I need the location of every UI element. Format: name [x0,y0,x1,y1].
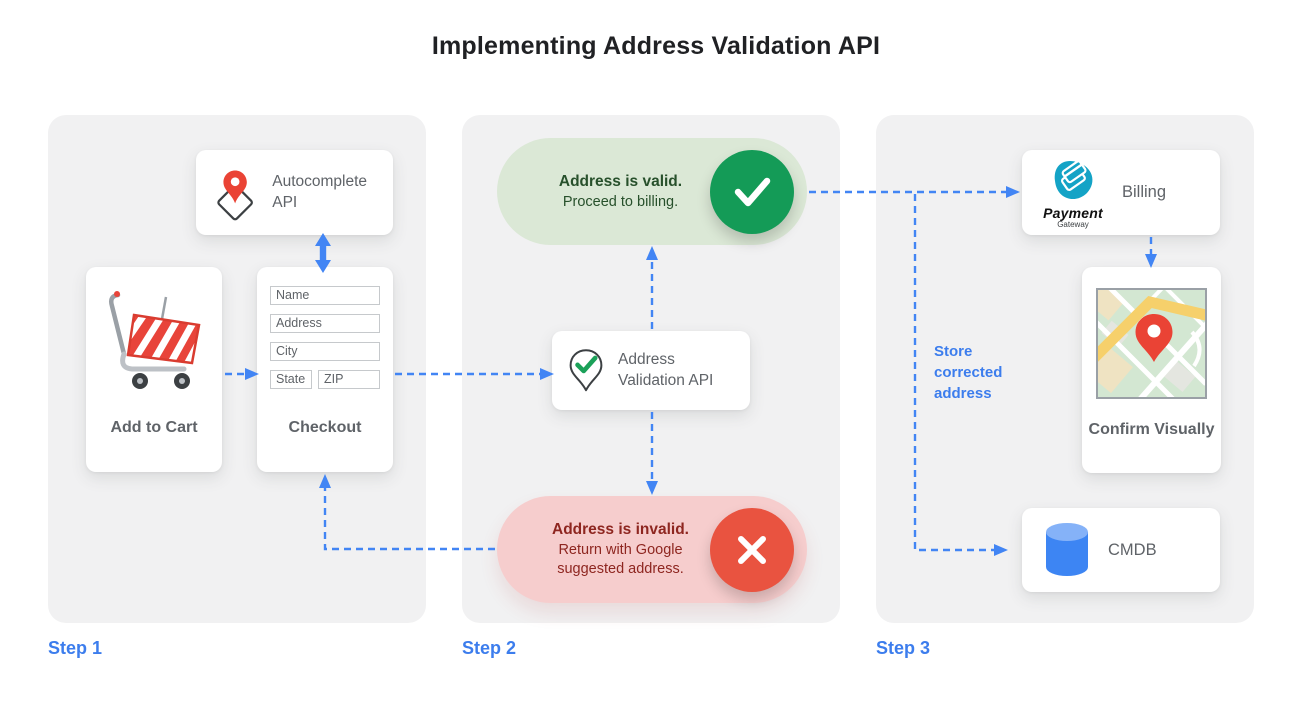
store-corrected-address-note: Store corrected address [934,343,1003,402]
confirm-visually-card: Confirm Visually [1078,266,1234,473]
checkout-label: Checkout [288,419,362,436]
payment-logo-title: Payment [1043,205,1103,221]
check-icon [710,149,794,234]
address-validation-api-label: Address Validation API [618,350,714,389]
payment-gateway-logo: Payment Gateway [1036,156,1110,229]
map-thumbnail [1078,266,1234,410]
zip-field: ZIP [318,370,380,389]
name-field: Name [270,286,380,305]
step2-label: Step 2 [462,638,517,658]
autocomplete-pin-diamond-icon [217,169,253,220]
state-field: State [270,370,312,389]
database-icon [1046,523,1088,576]
billing-card: Payment Gateway Billing [1022,150,1220,235]
invalid-subtitle: Return with Google suggested address. [557,542,684,577]
city-field: City [270,342,380,361]
cmdb-card: CMDB [1022,508,1220,592]
address-invalid-pill: Address is invalid. Return with Google s… [497,496,807,603]
diagram-title: Implementing Address Validation API [431,32,881,60]
autocomplete-api-card: Autocomplete API [196,150,393,235]
step1-label: Step 1 [48,638,103,658]
step3-label: Step 3 [876,638,931,658]
x-icon [710,507,794,592]
checkout-form: Name Address City State ZIP [270,286,380,389]
checkout-card: Name Address City State ZIP Checkout [257,267,393,472]
confirm-visually-label: Confirm Visually [1088,421,1215,438]
cmdb-label: CMDB [1108,540,1157,559]
billing-label: Billing [1122,183,1167,202]
payment-logo-subtitle: Gateway [1057,220,1089,229]
autocomplete-api-label: Autocomplete API [272,172,368,211]
valid-title: Address is valid. [558,172,683,190]
add-to-cart-label: Add to Cart [110,419,198,436]
address-validation-api-card: Address Validation API [552,331,750,410]
invalid-title: Address is invalid. [552,521,689,539]
shopping-cart-icon [109,291,201,389]
address-field: Address [270,314,380,333]
pin-check-icon [569,348,603,391]
address-valid-pill: Address is valid. Proceed to billing. [497,138,807,245]
add-to-cart-card: Add to Cart [86,267,222,472]
valid-subtitle: Proceed to billing. [562,193,679,210]
